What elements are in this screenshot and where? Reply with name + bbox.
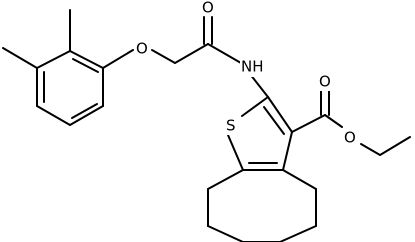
label-bg bbox=[200, 0, 216, 16]
bond bbox=[207, 225, 244, 242]
amide-oxygen-label: O bbox=[202, 0, 214, 17]
bond bbox=[151, 49, 176, 64]
bond bbox=[282, 131, 293, 171]
double-bond-inner bbox=[72, 58, 99, 73]
label-bg bbox=[134, 39, 150, 59]
methyl-bond bbox=[2, 47, 38, 69]
bond bbox=[69, 105, 104, 126]
bond bbox=[291, 114, 326, 133]
bond bbox=[379, 136, 411, 156]
bond bbox=[241, 96, 269, 117]
bond bbox=[36, 50, 71, 69]
bond bbox=[324, 114, 343, 128]
label-bg bbox=[240, 57, 268, 77]
bond bbox=[102, 49, 134, 69]
bond bbox=[69, 50, 104, 69]
label-bg bbox=[342, 128, 358, 148]
ester-oxygen-label: O bbox=[344, 129, 356, 147]
bond bbox=[36, 105, 71, 126]
bond bbox=[249, 73, 269, 98]
ether-oxygen-label: O bbox=[136, 40, 148, 58]
bond bbox=[207, 169, 244, 190]
bond bbox=[279, 225, 317, 242]
bond bbox=[282, 169, 317, 190]
bond bbox=[267, 96, 293, 133]
double-bond-inner bbox=[263, 106, 285, 135]
bond bbox=[360, 143, 381, 156]
thiophene-ring bbox=[227, 96, 293, 171]
sulfur-label: S bbox=[226, 117, 236, 135]
cyclohexene-ring bbox=[207, 169, 317, 242]
amide-nitrogen-label: NH bbox=[241, 58, 264, 76]
label-bg bbox=[317, 73, 333, 91]
label-bg bbox=[223, 115, 240, 135]
ester-carbonyl-oxygen-label: O bbox=[319, 73, 331, 91]
double-bond-inner bbox=[71, 103, 98, 119]
dimethylphenyl-ring bbox=[36, 50, 104, 126]
bond bbox=[207, 43, 242, 64]
bond bbox=[174, 43, 209, 64]
bond bbox=[227, 134, 244, 171]
